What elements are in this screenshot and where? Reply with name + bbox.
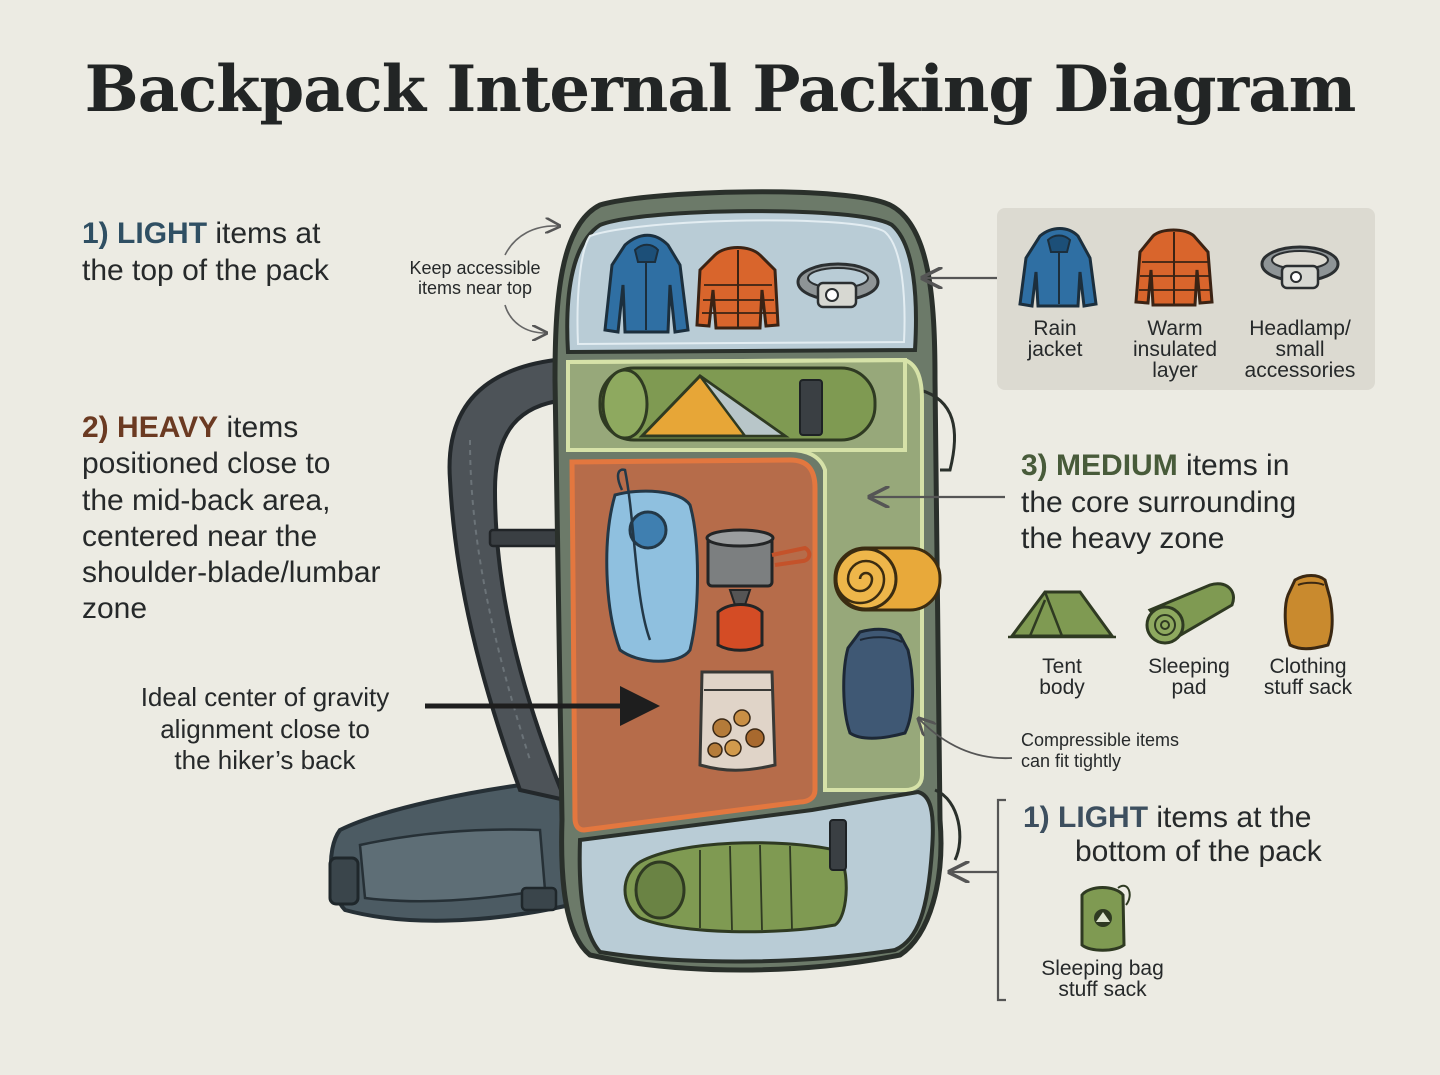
caption-line: Warm <box>1147 317 1203 340</box>
light-bottom-keyword: LIGHT <box>1058 801 1149 834</box>
medium-line1: items in <box>1186 449 1290 482</box>
compressible-note-line: Compressible items <box>1021 730 1180 750</box>
heavy-line: centered near the <box>82 519 318 553</box>
insulated-jacket-icon <box>1134 228 1214 307</box>
rain-jacket-icon <box>1018 227 1098 308</box>
stuff-sack-icon <box>1283 574 1334 651</box>
zone-stove-icon <box>705 528 812 652</box>
hip-belt <box>328 777 573 923</box>
accessible-arrow-down <box>504 304 545 333</box>
caption-line: insulated <box>1132 338 1218 361</box>
top-item-caption-headlamp: Headlamp/ small accessories <box>1235 318 1365 381</box>
medium-item-caption-stuff-sack: Clothing stuff sack <box>1248 656 1368 698</box>
shoulder-strap <box>447 357 569 803</box>
light-top-number: 1) <box>82 217 109 250</box>
medium-line: the core surrounding <box>1021 485 1297 519</box>
accessible-note: Keep accessible items near top <box>400 258 550 299</box>
compressible-note: Compressible items can fit tightly <box>1021 730 1179 771</box>
caption-line: Headlamp/ <box>1249 317 1351 340</box>
caption-line: Sleeping bag <box>1041 957 1164 980</box>
bottom-item-caption-sleeping-bag: Sleeping bag stuff sack <box>1030 958 1175 1000</box>
medium-line: the heavy zone <box>1021 522 1225 556</box>
caption-line: stuff sack <box>1058 978 1147 1001</box>
light-bottom-line2: bottom of the pack <box>1075 834 1322 868</box>
zone-insulated-jacket-icon <box>695 246 780 330</box>
accessible-note-line: Keep accessible <box>409 258 541 278</box>
heavy-line: shoulder-blade/lumbar <box>82 556 381 590</box>
top-item-caption-rain-jacket: Rain jacket <box>1005 318 1105 360</box>
top-item-caption-insulated-layer: Warm insulated layer <box>1115 318 1235 381</box>
caption-line: small <box>1275 338 1325 361</box>
heavy-line: the mid-back area, <box>82 483 331 517</box>
zone-rain-jacket-icon <box>603 233 690 334</box>
light-top-keyword: LIGHT <box>117 217 208 250</box>
accessible-note-line: items near top <box>417 277 533 298</box>
caption-line: Sleeping <box>1148 655 1230 678</box>
medium-number: 3) <box>1021 449 1048 482</box>
medium-heading: 3) MEDIUM items in the core surrounding … <box>1021 448 1296 558</box>
caption-line: Clothing <box>1269 655 1347 678</box>
bottom-bracket <box>996 798 1006 1002</box>
zone-tent-roll-icon <box>598 366 877 442</box>
heavy-line: positioned close to <box>82 447 331 481</box>
heavy-heading: 2) HEAVY items positioned close to the m… <box>82 410 381 628</box>
medium-keyword: MEDIUM <box>1056 449 1178 482</box>
caption-line: body <box>1039 676 1085 699</box>
light-bottom-heading: 1) LIGHT items at the bottom of the pack <box>1023 801 1322 868</box>
medium-item-caption-tent: Tent body <box>1012 656 1112 698</box>
caption-line: layer <box>1152 359 1198 382</box>
accessible-arrow-up <box>504 226 558 256</box>
caption-line: stuff sack <box>1263 676 1353 699</box>
heavy-line: zone <box>82 592 148 626</box>
heavy-line1: items <box>226 411 299 444</box>
compressible-arrow <box>920 720 1013 760</box>
light-bottom-number: 1) <box>1023 801 1050 834</box>
gravity-note: Ideal center of gravity alignment close … <box>110 682 420 777</box>
heavy-keyword: HEAVY <box>117 411 219 444</box>
compression-straps <box>799 379 847 871</box>
zone-sleeping-pad-icon <box>833 546 942 612</box>
caption-line: jacket <box>1027 338 1083 361</box>
headlamp-icon <box>1260 245 1340 290</box>
zone-sleeping-bag-icon <box>623 841 848 934</box>
zone-hydration-bladder-icon <box>605 468 699 663</box>
caption-line: pad <box>1171 676 1207 699</box>
caption-line: Tent <box>1042 655 1082 678</box>
gravity-note-line: alignment close to <box>160 713 370 744</box>
compressible-note-line: can fit tightly <box>1021 750 1122 771</box>
gravity-note-line: Ideal center of gravity <box>140 682 390 712</box>
tent-icon <box>1008 590 1116 639</box>
light-top-heading: 1) LIGHT items at the top of the pack <box>82 216 329 289</box>
gravity-note-line: the hiker’s back <box>174 745 356 776</box>
light-top-line2: the top of the pack <box>82 253 329 287</box>
light-top-line1: items at <box>215 217 321 250</box>
heavy-number: 2) <box>82 411 109 444</box>
light-top-zone <box>565 209 918 355</box>
caption-line: Rain <box>1033 317 1077 340</box>
medium-item-caption-sleeping-pad: Sleeping pad <box>1134 656 1244 698</box>
sleeping-pad-icon <box>1145 582 1235 645</box>
caption-line: accessories <box>1244 359 1356 382</box>
zone-stuff-sack-icon <box>842 627 915 740</box>
medium-zone <box>566 357 942 792</box>
light-bottom-line1: items at the <box>1156 801 1312 834</box>
zone-snack-bag-icon <box>698 670 777 772</box>
heavy-zone <box>569 457 818 833</box>
page-title: Backpack Internal Packing Diagram <box>84 52 1357 127</box>
sleeping-bag-stuff-sack-icon <box>1080 884 1131 952</box>
zone-headlamp-icon <box>796 262 880 309</box>
